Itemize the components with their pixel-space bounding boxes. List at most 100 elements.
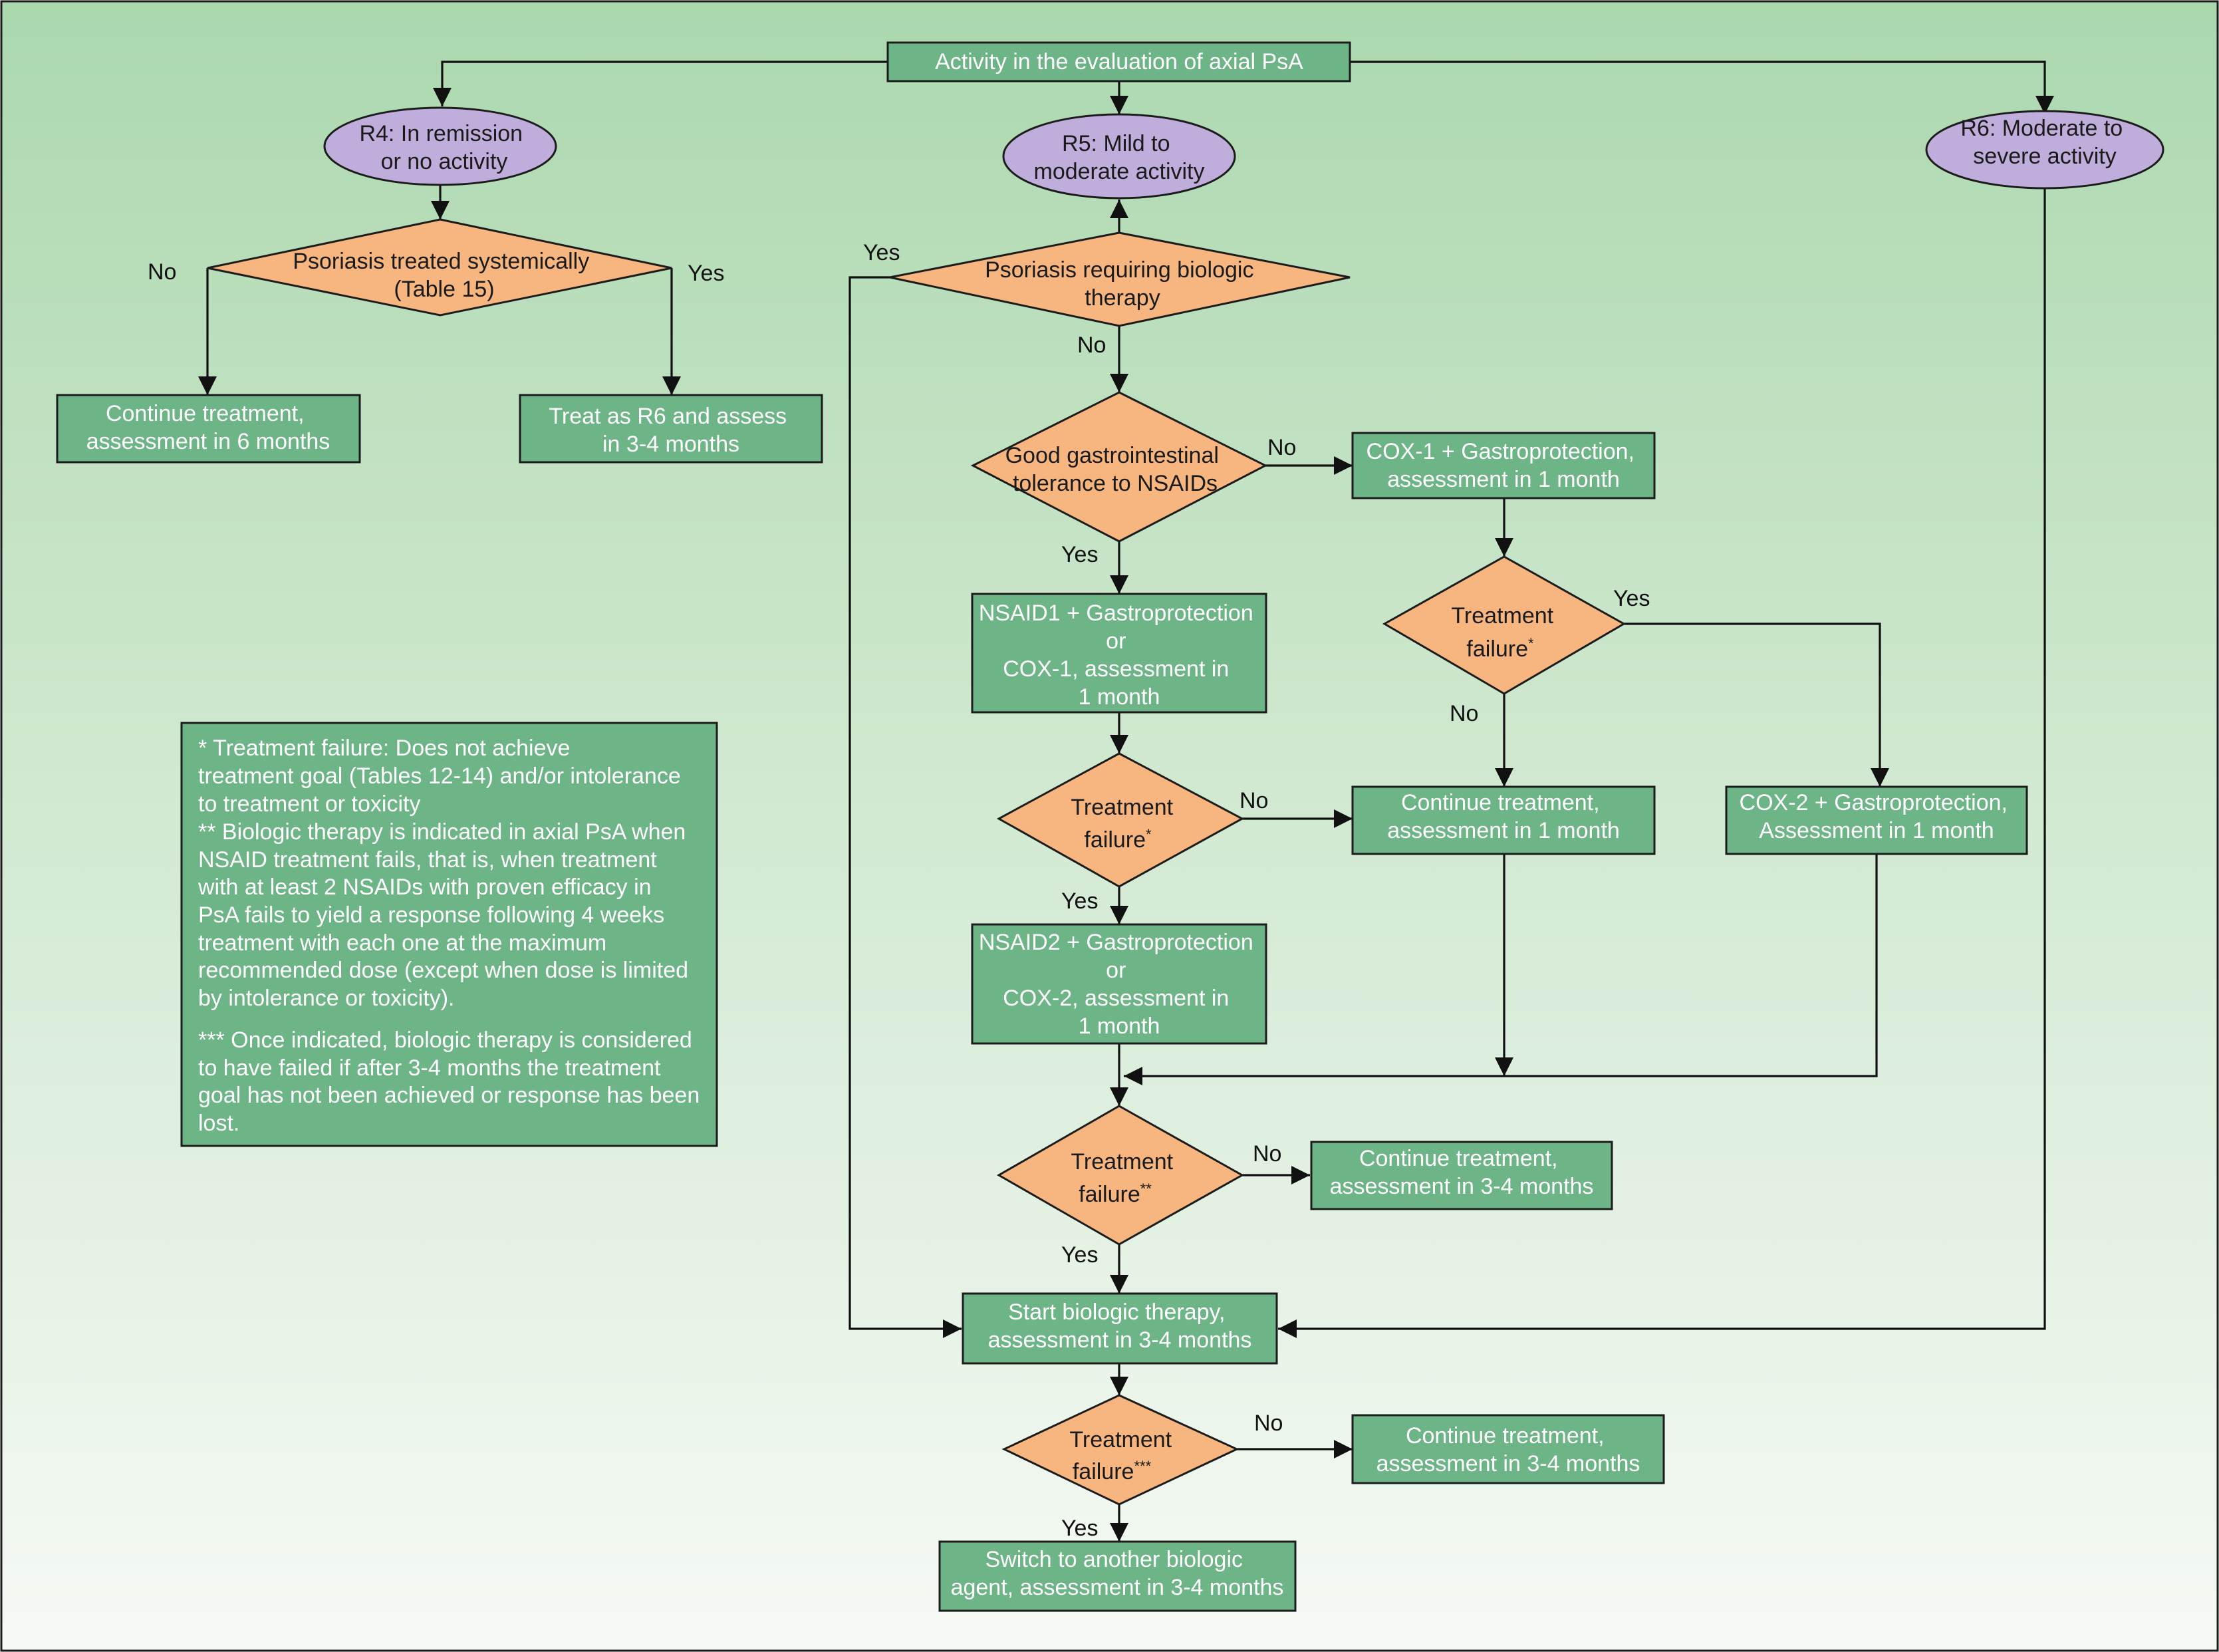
tf1-line-2: failure xyxy=(1084,827,1146,853)
treatment-failure-right-diamond xyxy=(1382,555,1627,695)
edge-start-r4 xyxy=(433,61,888,106)
tf3-sup: *** xyxy=(1134,1458,1151,1474)
continue-6m-text: Continue treatment, assessment in 6 mont… xyxy=(86,401,330,454)
continue-34m-a-line-2: assessment in 3-4 months xyxy=(1330,1174,1594,1199)
start-bio-box xyxy=(962,1292,1278,1365)
footnote-line-12: to have failed if after 3-4 months the t… xyxy=(198,1055,661,1081)
r6-text: R6: Moderate to severe activity xyxy=(1960,116,2129,169)
label-tf1-no: No xyxy=(1240,788,1268,813)
r4-line-2: or no activity xyxy=(381,149,508,174)
continue-34m-b-line-1: Continue treatment, xyxy=(1406,1423,1605,1448)
tfr-line-2: failure xyxy=(1466,636,1528,662)
tfr-sup: * xyxy=(1528,635,1534,652)
r5-text: R5: Mild to moderate activity xyxy=(1034,131,1205,184)
cox1-gastro-text: COX-1 + Gastroprotection, assessment in … xyxy=(1367,439,1641,492)
switch-text: Switch to another biologic agent, assess… xyxy=(951,1547,1284,1600)
edge-bio-yes xyxy=(848,276,962,1338)
psoriasis-biologic-diamond xyxy=(889,231,1351,327)
continue-34m-a-text: Continue treatment, assessment in 3-4 mo… xyxy=(1330,1146,1594,1199)
nsaid2-line-4: 1 month xyxy=(1079,1014,1160,1039)
continue-6m-line-1: Continue treatment, xyxy=(106,401,305,426)
label-tfr-yes: Yes xyxy=(1613,586,1650,611)
footnote-box xyxy=(180,722,718,1147)
label-gi-no: No xyxy=(1267,435,1296,460)
start-bio-text: Start biologic therapy, assessment in 3-… xyxy=(988,1300,1252,1353)
tfr-line-1: Treatment xyxy=(1451,603,1553,628)
tf3-line-1: Treatment xyxy=(1069,1427,1172,1452)
psoriasis-systemic-line-1: Psoriasis treated systemically xyxy=(293,249,589,274)
continue-6m-box xyxy=(56,394,361,464)
r5-line-1: R5: Mild to xyxy=(1062,131,1170,156)
footnote-line-14: lost. xyxy=(198,1111,239,1136)
footnote-line-8: treatment with each one at the maximum xyxy=(198,930,606,956)
footnote-line-11: *** Once indicated, biologic therapy is … xyxy=(198,1028,692,1053)
tf2-line-2: failure xyxy=(1079,1182,1140,1207)
footnote-line-6: with at least 2 NSAIDs with proven effic… xyxy=(197,875,652,900)
nsaid2-line-2: or xyxy=(1106,958,1126,983)
label-sys-no: No xyxy=(148,259,176,285)
nodes xyxy=(56,41,2164,1612)
psoriasis-systemic-text: Psoriasis treated systemically (Table 15… xyxy=(293,249,595,302)
continue-34m-a-box xyxy=(1310,1141,1613,1210)
label-tf3-no: No xyxy=(1254,1411,1283,1436)
footnote-line-1: * Treatment failure: Does not achieve xyxy=(198,736,570,761)
cox2-gastro-box xyxy=(1725,785,2028,855)
psoriasis-systemic-line-2: (Table 15) xyxy=(394,277,494,302)
continue-34m-b-text: Continue treatment, assessment in 3-4 mo… xyxy=(1376,1423,1640,1476)
tf1-sup: * xyxy=(1146,826,1152,843)
label-gi-yes: Yes xyxy=(1061,542,1098,567)
start-bio-line-1: Start biologic therapy, xyxy=(1008,1300,1225,1325)
continue-1m-line-2: assessment in 1 month xyxy=(1387,818,1620,843)
edge-r6-start-bio xyxy=(1278,188,2046,1338)
footnote-line-3: to treatment or toxicity xyxy=(198,791,420,817)
treat-r6-box xyxy=(519,394,823,464)
treat-r6-text: Treat as R6 and assess in 3-4 months xyxy=(549,404,793,457)
treat-r6-line-2: in 3-4 months xyxy=(602,432,739,457)
nsaid1-line-3: COX-1, assessment in xyxy=(1003,656,1229,682)
nsaid1-line-1: NSAID1 + Gastroprotection xyxy=(979,601,1253,626)
continue-1m-box xyxy=(1351,785,1656,855)
label-tf2-yes: Yes xyxy=(1061,1242,1098,1268)
cox2-gastro-line-1: COX-2 + Gastroprotection, xyxy=(1740,790,2008,815)
cox2-gastro-line-2: Assessment in 1 month xyxy=(1759,818,1994,843)
label-tf3-yes: Yes xyxy=(1061,1516,1098,1541)
footnote-line-5: NSAID treatment fails, that is, when tre… xyxy=(198,847,657,873)
label-sys-yes: Yes xyxy=(688,261,724,286)
edge-start-r6 xyxy=(1350,61,2054,114)
tf2-line-1: Treatment xyxy=(1071,1149,1173,1174)
start-bio-line-2: assessment in 3-4 months xyxy=(988,1327,1252,1353)
nsaid2-line-3: COX-2, assessment in xyxy=(1003,986,1229,1011)
edge-cox2-merge xyxy=(1124,854,1878,1085)
nsaid2-line-1: NSAID2 + Gastroprotection xyxy=(979,930,1253,955)
gi-tolerance-diamond xyxy=(970,391,1268,543)
edges xyxy=(198,61,2054,1542)
continue-1m-line-1: Continue treatment, xyxy=(1401,790,1600,815)
nsaid1-line-4: 1 month xyxy=(1079,684,1160,710)
gi-tolerance-line-1: Good gastrointestinal xyxy=(1005,443,1219,468)
node-text: Activity in the evaluation of axial PsA … xyxy=(86,49,2129,1600)
nsaid2-text: NSAID2 + Gastroprotection or COX-2, asse… xyxy=(979,930,1259,1039)
label-tfr-no: No xyxy=(1450,701,1478,726)
switch-box xyxy=(938,1540,1297,1612)
continue-6m-line-2: assessment in 6 months xyxy=(86,429,330,454)
cox2-gastro-text: COX-2 + Gastroprotection, Assessment in … xyxy=(1740,790,2014,843)
footnote-line-4: ** Biologic therapy is indicated in axia… xyxy=(198,819,686,845)
footnote-line-10: by intolerance or toxicity). xyxy=(198,986,455,1011)
treatment-failure-3-text: Treatment failure*** xyxy=(1069,1427,1178,1484)
continue-34m-a-line-1: Continue treatment, xyxy=(1359,1146,1558,1171)
footnote-line-13: goal has not been achieved or response h… xyxy=(198,1083,700,1108)
r5-line-2: moderate activity xyxy=(1034,159,1205,184)
psoriasis-biologic-line-2: therapy xyxy=(1085,285,1160,311)
continue-34m-b-box xyxy=(1351,1414,1665,1484)
tf2-sup: ** xyxy=(1140,1180,1152,1197)
nsaid1-text: NSAID1 + Gastroprotection or COX-1, asse… xyxy=(979,601,1259,710)
r6-line-1: R6: Moderate to xyxy=(1960,116,2123,141)
treatment-failure-2-diamond xyxy=(996,1105,1245,1246)
start-node-line-1: Activity in the evaluation of axial PsA xyxy=(935,49,1303,74)
r4-text: R4: In remission or no activity xyxy=(359,121,529,174)
treatment-failure-right-text: Treatment failure* xyxy=(1451,603,1559,662)
switch-line-2: agent, assessment in 3-4 months xyxy=(951,1575,1284,1600)
nsaid2-box xyxy=(971,923,1267,1045)
